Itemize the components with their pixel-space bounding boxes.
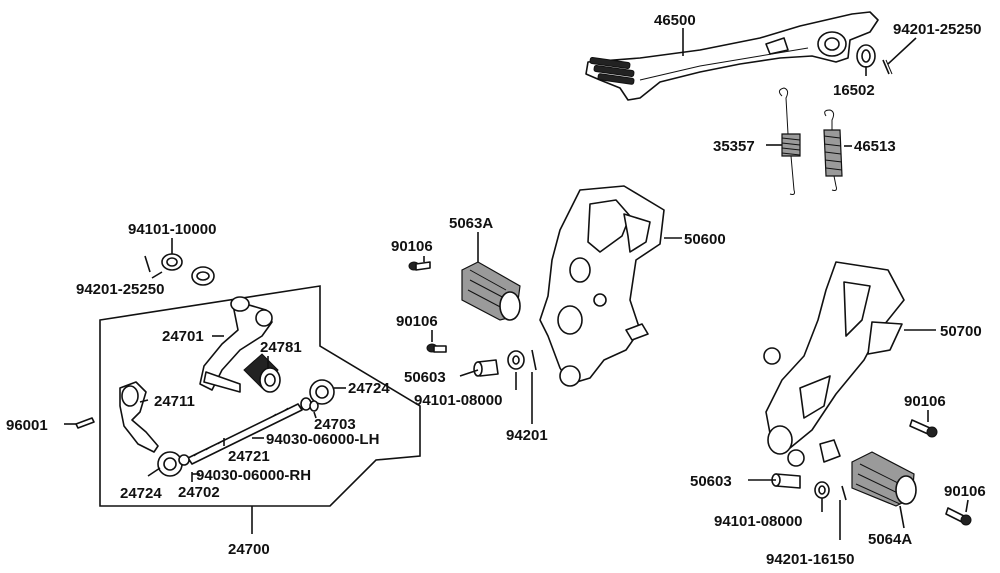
screw-96001 [75,417,95,429]
label-50600: 50600 [684,231,726,248]
brake-pedal-part [585,11,879,101]
label-94030-06000-LH: 94030-06000-LH [266,431,379,448]
cotter-pin-94201-25250-left [144,255,151,273]
part-labels: 46500 94201-25250 16502 35357 46513 9410… [6,12,986,568]
cotter-pin-94201 [531,349,537,371]
cotter-pin-94201-25250-top [882,59,893,75]
footrest-rubber-5063A [461,261,521,321]
label-94201-16150: 94201-16150 [766,551,854,568]
spring-46513 [823,109,843,191]
label-94201-25250-top: 94201-25250 [893,21,981,38]
label-35357: 35357 [713,138,755,155]
shift-arm-24701 [199,296,273,393]
label-46500: 46500 [654,12,696,29]
label-24721: 24721 [228,448,270,465]
label-94201: 94201 [506,427,548,444]
label-90106-a: 90106 [391,238,433,255]
pin-50603-a [473,359,499,377]
label-24703: 24703 [314,416,356,433]
footrest-rubber-5064A [851,451,917,507]
label-94201-25250-left: 94201-25250 [76,281,164,298]
washer-94101-08000-a [507,350,525,370]
label-50603-b: 50603 [690,473,732,490]
footrest-bracket-50600 [539,185,665,387]
screw-90106-b [426,343,447,353]
rubber-24781 [243,353,281,393]
label-5063A: 5063A [449,215,493,232]
label-24711: 24711 [154,393,195,410]
label-24781: 24781 [260,339,302,356]
label-96001: 96001 [6,417,48,434]
label-50700: 50700 [940,323,982,340]
spring-35357 [778,87,801,195]
label-90106-d: 90106 [944,483,986,500]
rod-24721 [187,403,303,465]
label-24724-a: 24724 [348,380,390,397]
screw-90106-d [945,507,972,526]
footrest-bracket-50700 [763,261,905,467]
label-94030-06000-RH: 94030-06000-RH [196,467,311,484]
leader-lines [64,28,969,540]
label-16502: 16502 [833,82,875,99]
label-24724-b: 24724 [120,485,162,502]
nut-24703 [309,400,319,412]
joint-24724-top [300,379,335,411]
label-94101-08000-b: 94101-08000 [714,513,802,530]
label-24702: 24702 [178,484,220,501]
screw-90106-c [909,419,938,438]
label-94101-10000: 94101-10000 [128,221,216,238]
label-90106-c: 90106 [904,393,946,410]
label-94101-08000-a: 94101-08000 [414,392,502,409]
screw-90106-a [408,261,431,271]
label-50603-a: 50603 [404,369,446,386]
washer-16502 [856,44,876,68]
joint-24724-bottom [157,451,190,477]
cotter-pin-94201-16150 [841,485,847,501]
label-24700: 24700 [228,541,270,558]
label-5064A: 5064A [868,531,912,548]
label-24701: 24701 [162,328,204,345]
label-90106-b: 90106 [396,313,438,330]
washer-94101-08000-b [814,481,830,499]
assembly-outline-24700 [99,285,421,507]
washer-94101-10000 [161,253,215,286]
label-46513: 46513 [854,138,896,155]
pin-50603-b [771,473,801,489]
shift-link-24711 [119,381,159,453]
